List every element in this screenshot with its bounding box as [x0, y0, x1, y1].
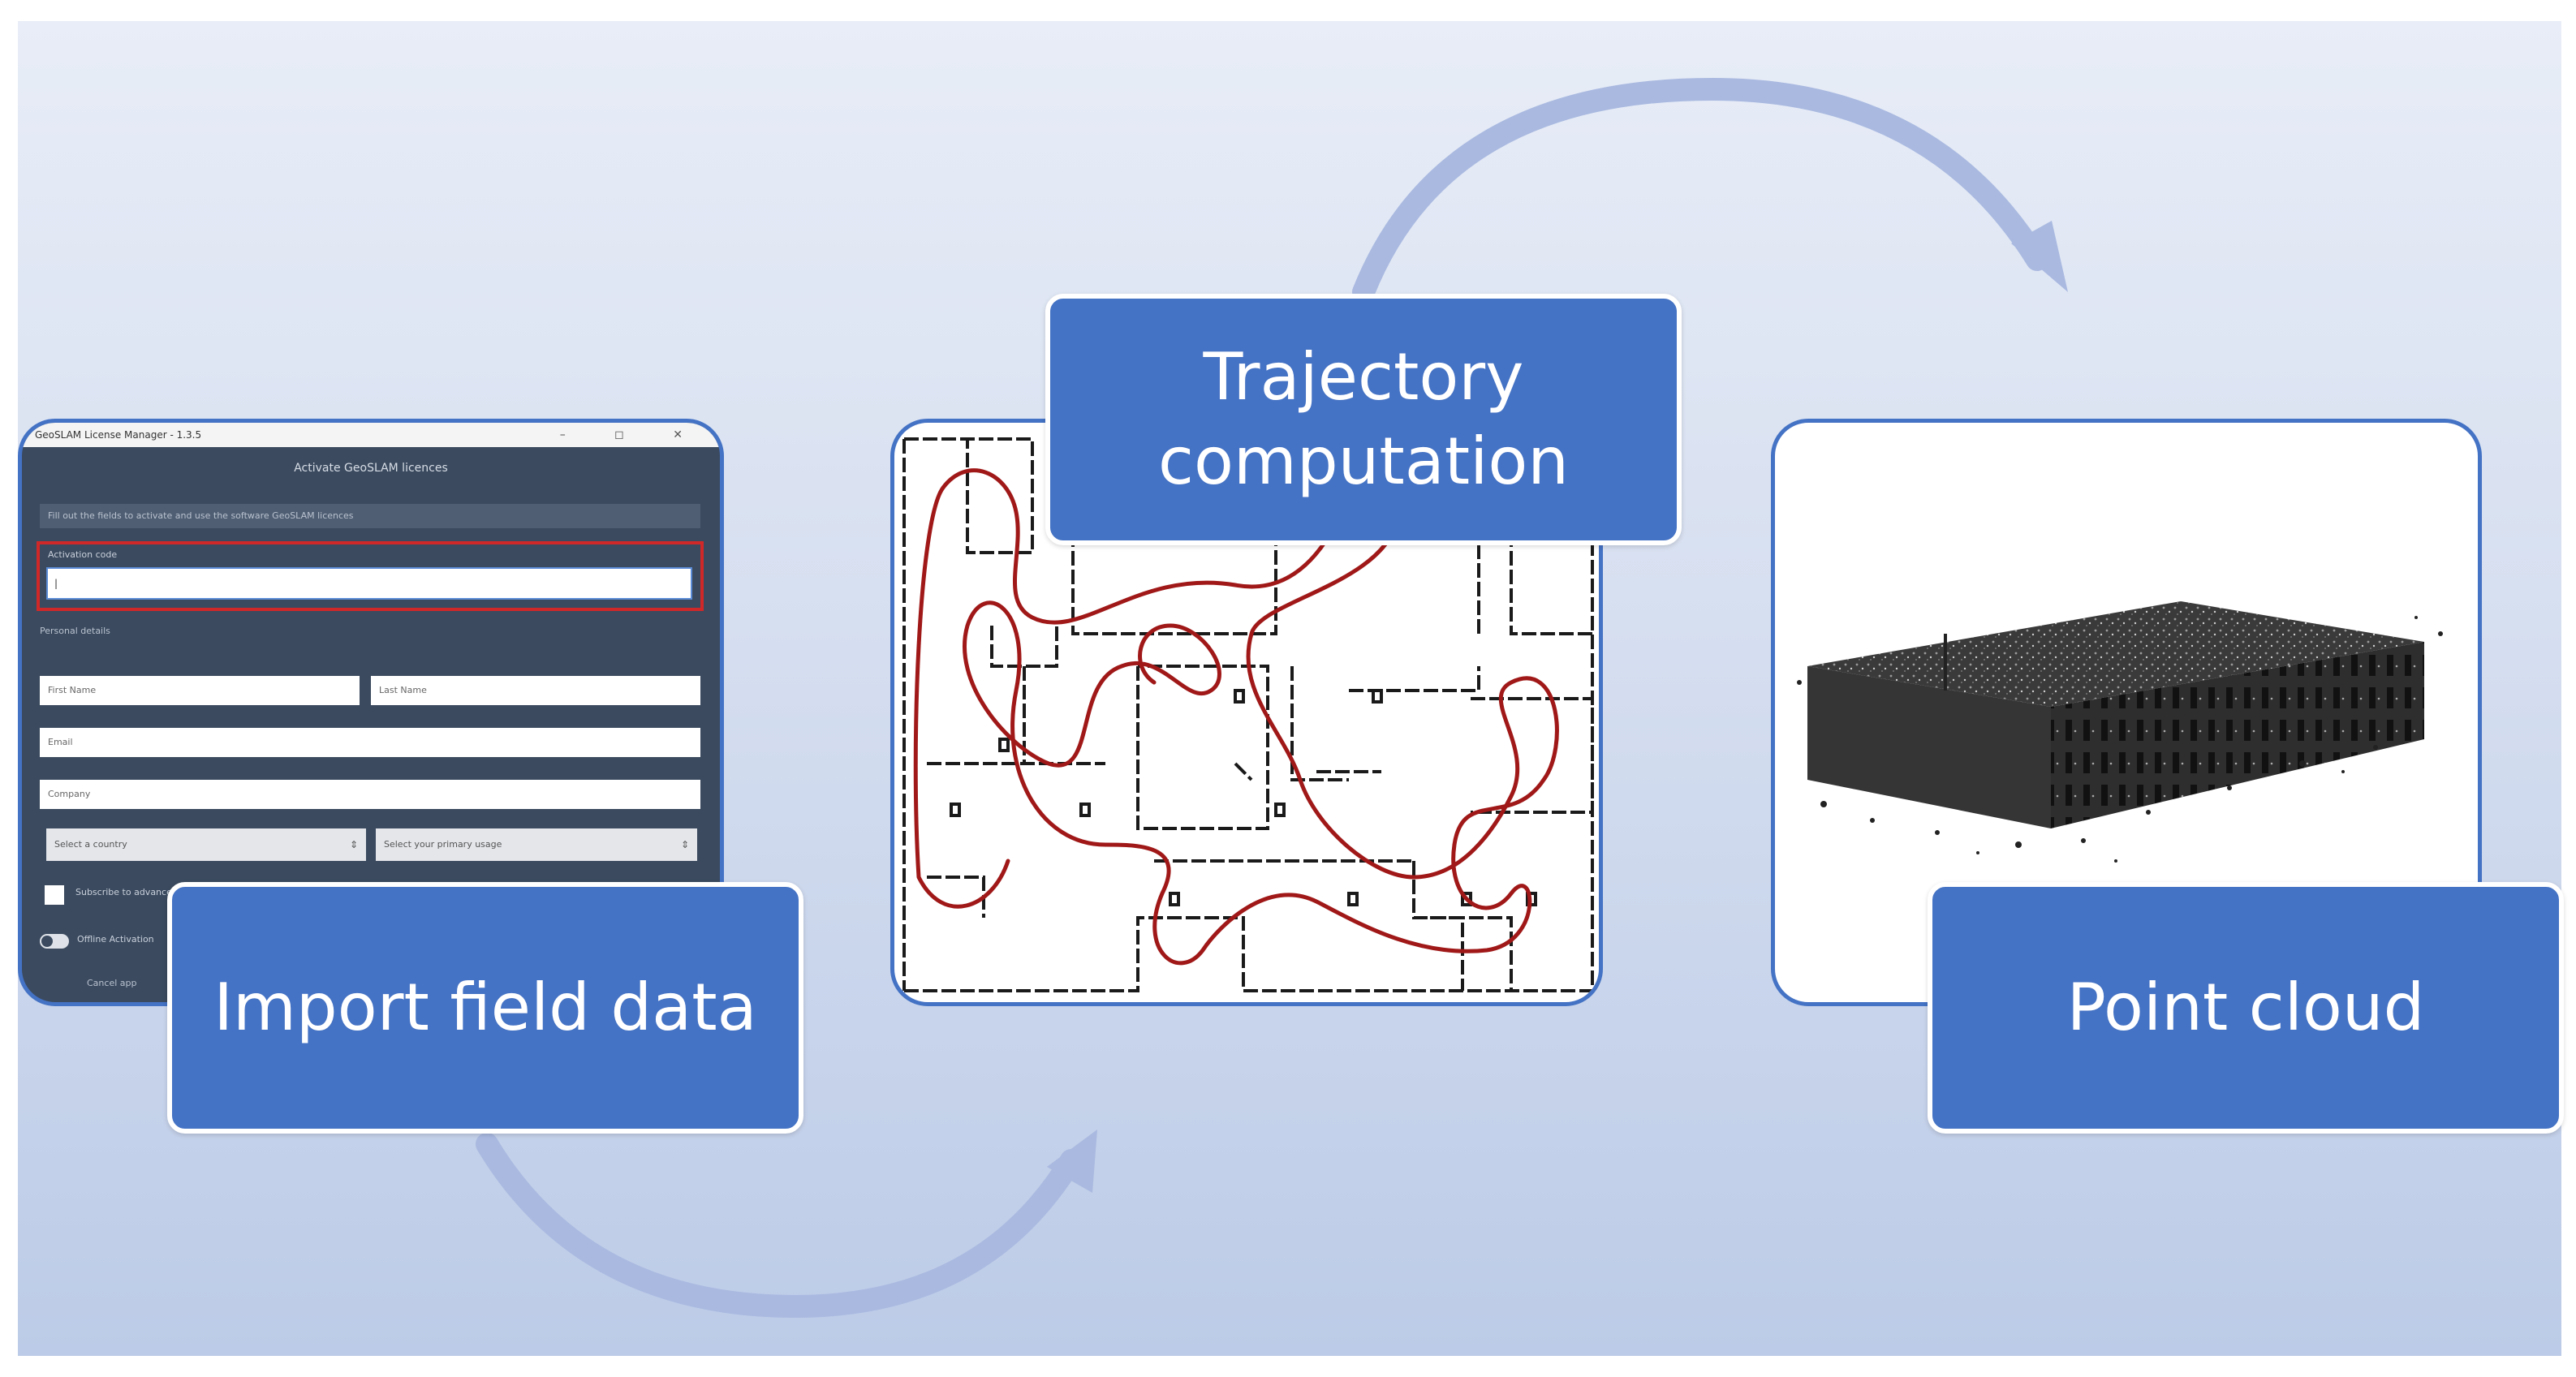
email-field[interactable]: Email — [40, 728, 700, 757]
trajectory-label-line2: computation — [1158, 424, 1569, 499]
activation-label: Activation code — [48, 549, 118, 560]
curved-arrow-up-right-icon — [476, 1133, 1083, 1319]
activation-code-input[interactable]: | — [46, 567, 692, 600]
country-select-value: Select a country — [54, 839, 127, 850]
last-name-field[interactable]: Last Name — [371, 676, 700, 705]
curved-arrow-right-icon — [1352, 77, 2048, 303]
trajectory-label-line1: Trajectory — [1203, 339, 1524, 415]
subscribe-checkbox[interactable] — [45, 885, 64, 905]
arrowhead-bottom — [1047, 1130, 1097, 1193]
cancel-button[interactable]: Cancel app — [87, 978, 137, 988]
window-title: GeoSLAM License Manager - 1.3.5 — [35, 429, 202, 441]
window-controls[interactable]: – ◻ ✕ — [559, 428, 705, 441]
select-caret-icon: ⇕ — [349, 839, 358, 850]
arrowhead-top — [2011, 221, 2068, 292]
point-cloud-building — [1797, 601, 2443, 863]
offline-label: Offline Activation — [77, 934, 154, 945]
trajectory-path — [913, 466, 1559, 966]
info-banner: Fill out the fields to activate and use … — [40, 504, 700, 528]
building-side-wall — [2051, 642, 2424, 828]
building-front-wall — [1807, 666, 2051, 828]
import-field-data-box: Import field data — [167, 882, 803, 1134]
import-label: Import field data — [213, 970, 757, 1045]
point-cloud-box: Point cloud — [1928, 882, 2564, 1134]
company-field[interactable]: Company — [40, 780, 700, 809]
cloud-label: Point cloud — [2066, 970, 2425, 1045]
first-name-field[interactable]: First Name — [40, 676, 360, 705]
floorplan-columns — [950, 689, 1537, 906]
select-caret-icon: ⇕ — [680, 839, 689, 850]
activate-heading: Activate GeoSLAM licences — [294, 462, 448, 475]
trajectory-computation-box: Trajectory computation — [1045, 294, 1682, 545]
personal-details-label: Personal details — [40, 626, 110, 636]
point-scatter — [1797, 616, 2443, 863]
usage-select[interactable]: Select your primary usage ⇕ — [376, 828, 697, 861]
window-titlebar: GeoSLAM License Manager - 1.3.5 – ◻ ✕ — [22, 423, 720, 447]
offline-toggle[interactable] — [40, 934, 69, 949]
floorplan-drawing — [902, 437, 1594, 992]
country-select[interactable]: Select a country ⇕ — [46, 828, 366, 861]
building-roof — [1807, 601, 2424, 707]
activation-highlight: Activation code | — [37, 541, 704, 611]
usage-select-value: Select your primary usage — [384, 839, 502, 850]
